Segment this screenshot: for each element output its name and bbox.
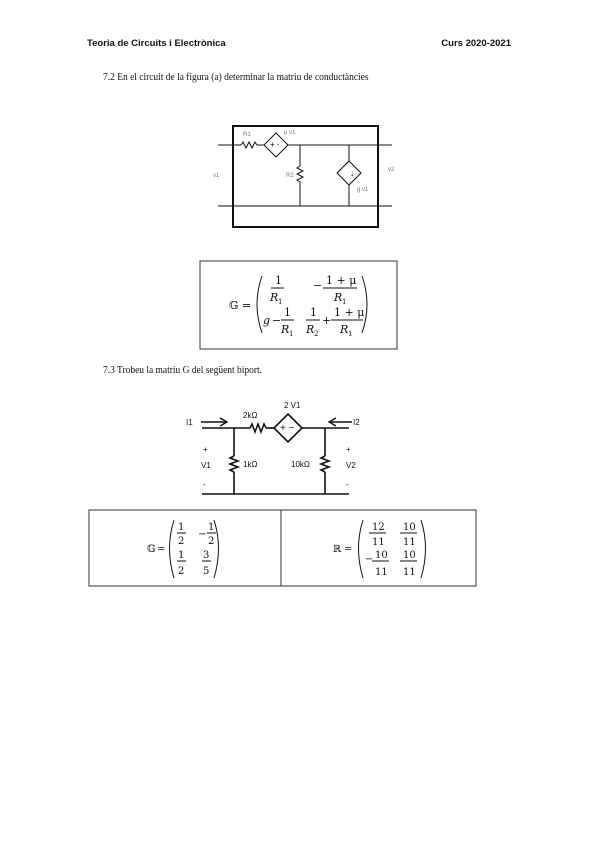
svg-text:1: 1 <box>310 306 317 319</box>
svg-text:1 + μ: 1 + μ <box>326 274 356 287</box>
matrix-g-7-3: 𝔾= 1 2 − 1 2 1 2 3 5 <box>147 519 219 579</box>
svg-text:1: 1 <box>342 298 346 306</box>
svg-text:11: 11 <box>375 567 388 578</box>
svg-text:g v1: g v1 <box>357 187 369 193</box>
svg-text:1 + μ: 1 + μ <box>334 306 364 319</box>
circuit-figure-a <box>218 125 392 228</box>
svg-text:2: 2 <box>178 566 184 577</box>
svg-text:V1: V1 <box>201 461 211 470</box>
svg-text:1: 1 <box>178 550 184 561</box>
svg-text:2kΩ: 2kΩ <box>243 411 257 420</box>
svg-text:I1: I1 <box>186 418 193 427</box>
svg-text:−: − <box>313 279 322 292</box>
dependent-voltage-source-2v1 <box>272 412 304 444</box>
svg-text:𝔾 =: 𝔾 = <box>229 299 251 312</box>
svg-text:2: 2 <box>314 330 318 338</box>
svg-text:1: 1 <box>278 298 282 306</box>
svg-text:𝔾: 𝔾 <box>147 544 156 555</box>
matrix-g-box <box>199 260 398 350</box>
svg-text:10: 10 <box>403 522 416 533</box>
twoport-box <box>232 125 379 228</box>
svg-text:μ v1: μ v1 <box>284 130 296 136</box>
svg-text:=: = <box>157 544 165 555</box>
svg-text:1: 1 <box>275 274 282 287</box>
svg-text:R: R <box>333 291 342 304</box>
svg-text:g: g <box>263 314 270 327</box>
svg-text:R: R <box>305 323 314 336</box>
svg-text:ℝ: ℝ <box>333 544 342 555</box>
svg-text:1: 1 <box>348 330 352 338</box>
svg-text:11: 11 <box>403 537 416 548</box>
svg-text:V2: V2 <box>346 461 356 470</box>
resistor-2k <box>249 421 267 435</box>
svg-text:+: + <box>203 445 208 454</box>
dependent-voltage-source <box>263 132 289 158</box>
svg-text:v2: v2 <box>388 167 395 173</box>
svg-text:I2: I2 <box>353 418 360 427</box>
svg-text:2: 2 <box>178 536 184 547</box>
dependent-current-source <box>336 160 362 186</box>
svg-text:1: 1 <box>208 522 214 533</box>
problem-7-2-statement: 7.2 En el circuit de la figura (a) deter… <box>103 71 369 83</box>
svg-text:1kΩ: 1kΩ <box>243 460 257 469</box>
svg-text:−: − <box>272 314 281 327</box>
header-title: Teoria de Circuits i Electrònica <box>87 38 226 49</box>
svg-text:R2: R2 <box>286 173 294 179</box>
svg-text:+: + <box>322 314 331 327</box>
header-course: Curs 2020-2021 <box>441 38 511 49</box>
svg-text:1: 1 <box>178 522 184 533</box>
svg-text:2: 2 <box>208 536 214 547</box>
svg-text:+ −: + − <box>280 423 295 434</box>
resistor-r2 <box>295 165 305 183</box>
svg-text:=: = <box>344 544 352 555</box>
svg-text:−: − <box>198 529 206 540</box>
svg-text:11: 11 <box>403 567 416 578</box>
svg-text:-: - <box>346 480 349 489</box>
svg-text:10: 10 <box>375 550 388 561</box>
svg-text:R1: R1 <box>243 132 251 138</box>
svg-text:+: + <box>346 445 351 454</box>
svg-text:↓: ↓ <box>350 169 354 178</box>
svg-text:10: 10 <box>403 550 416 561</box>
resistor-r1 <box>240 140 258 150</box>
svg-text:-: - <box>203 480 206 489</box>
svg-text:−: − <box>365 554 373 565</box>
resistor-10k <box>318 455 332 473</box>
svg-text:1: 1 <box>284 306 291 319</box>
svg-text:R: R <box>280 323 289 336</box>
svg-text:12: 12 <box>372 522 385 533</box>
svg-text:2 V1: 2 V1 <box>284 401 301 410</box>
answer-table <box>88 509 477 587</box>
svg-text:5: 5 <box>203 566 209 577</box>
problem-7-3-statement: 7.3 Trobeu la matriu G del següent bipor… <box>103 364 262 376</box>
svg-text:R: R <box>339 323 348 336</box>
svg-text:v1: v1 <box>213 173 220 179</box>
svg-text:11: 11 <box>372 537 385 548</box>
svg-text:+ -: + - <box>270 140 280 149</box>
circuit-7-3 <box>201 412 352 495</box>
svg-text:10kΩ: 10kΩ <box>291 460 310 469</box>
svg-text:R: R <box>269 291 278 304</box>
svg-text:1: 1 <box>289 330 293 338</box>
resistor-1k <box>227 455 241 473</box>
matrix-r-7-3: ℝ= 12 11 10 11 − 10 11 10 11 <box>333 519 426 579</box>
svg-text:3: 3 <box>203 550 209 561</box>
